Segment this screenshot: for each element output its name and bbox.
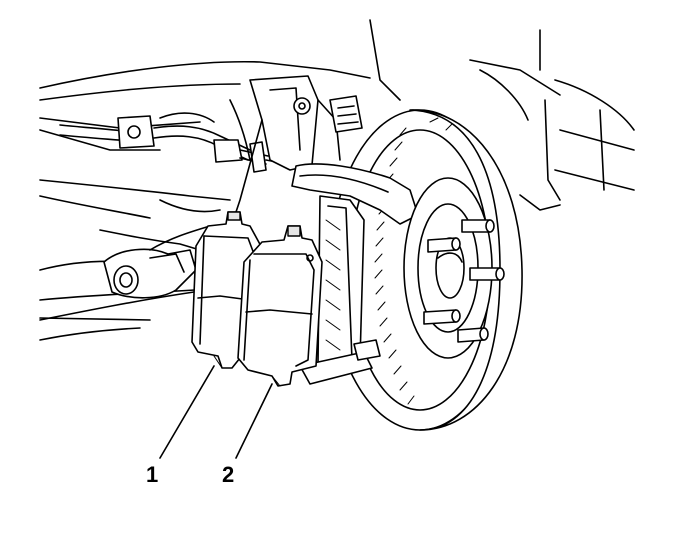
callout-2: 2 xyxy=(222,462,234,487)
wheel-stud xyxy=(461,219,495,233)
wheel-hub xyxy=(403,177,505,359)
leader-lines xyxy=(159,365,273,459)
wheel-stud xyxy=(427,237,461,253)
lower-control-arm xyxy=(39,225,211,321)
leader-line-1 xyxy=(159,365,215,459)
brake-hose xyxy=(59,112,301,173)
wheel-stud xyxy=(423,309,461,325)
caliper-bracket xyxy=(291,163,419,385)
brake-pad-2 xyxy=(237,225,323,387)
wheel-stud xyxy=(457,327,489,343)
callout-1: 1 xyxy=(146,462,158,487)
steering-knuckle xyxy=(229,75,363,231)
leader-line-2 xyxy=(235,383,273,459)
wheel-stud xyxy=(469,267,505,281)
